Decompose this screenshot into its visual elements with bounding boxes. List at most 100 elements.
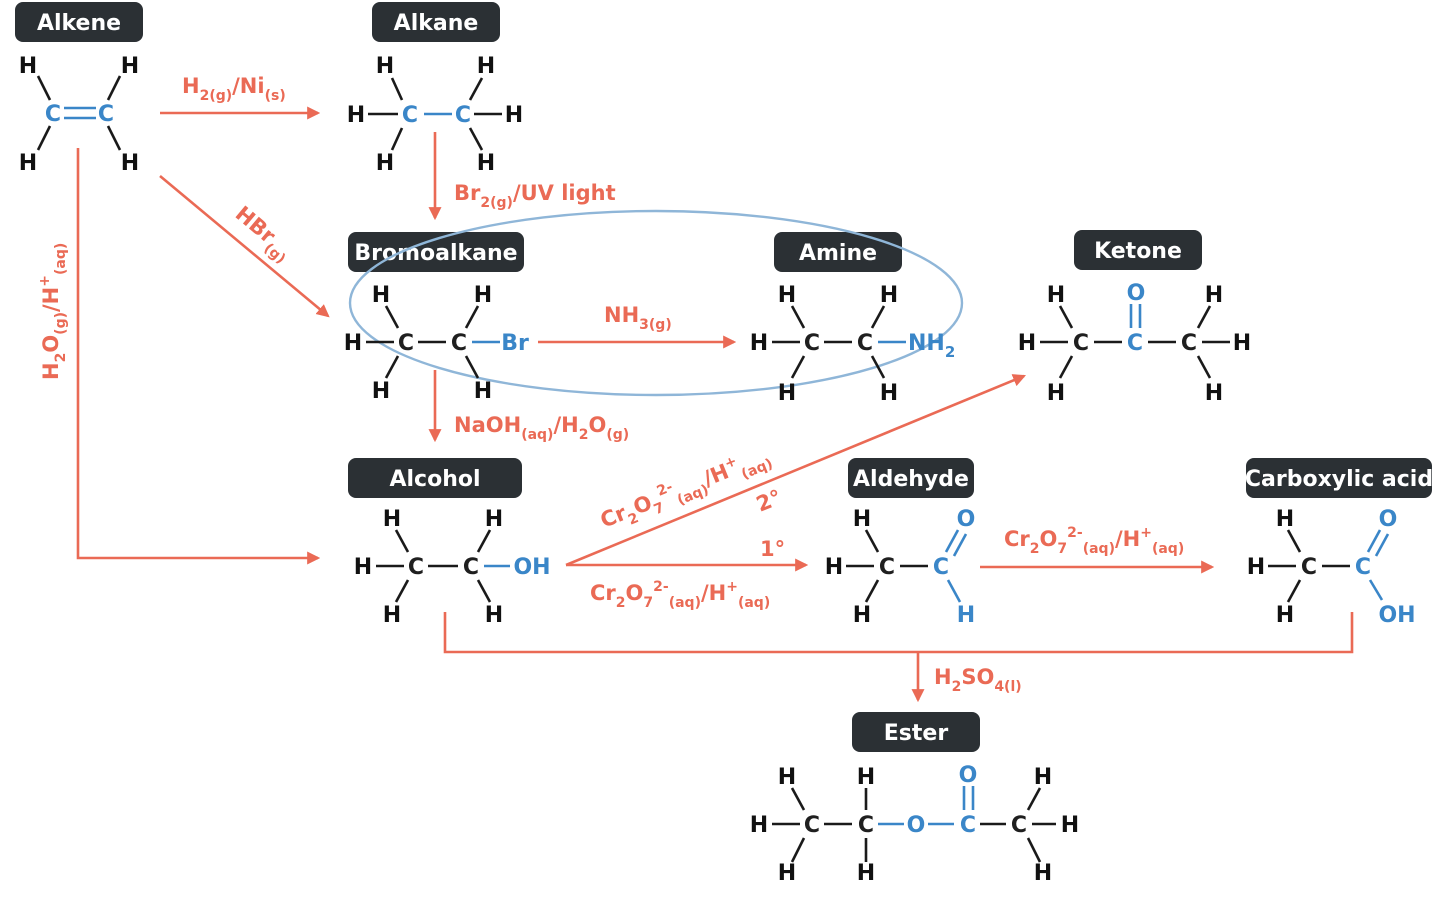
svg-text:H: H — [372, 379, 390, 404]
svg-text:H: H — [474, 379, 492, 404]
svg-text:H: H — [354, 555, 372, 580]
molecule-alkene: H H H H C C — [19, 54, 139, 176]
molecule-alcohol: H H H C C OH H H — [354, 507, 551, 628]
svg-text:H: H — [778, 381, 796, 406]
svg-text:C: C — [960, 813, 976, 838]
reagent-substitution: NaOH(aq)/H2O(g) — [454, 413, 629, 443]
svg-text:C: C — [45, 102, 61, 127]
svg-text:C: C — [455, 103, 471, 128]
reagent-hydrogenation: H2(g)/Ni(s) — [182, 74, 286, 104]
svg-text:H: H — [1047, 283, 1065, 308]
svg-text:C: C — [1181, 331, 1197, 356]
molecule-ketone: H O H H C C C H H H — [1018, 281, 1251, 406]
svg-text:H: H — [825, 555, 843, 580]
molecule-ester: H H O H H C C O C C H H H H — [750, 763, 1079, 886]
svg-text:Alcohol: Alcohol — [389, 467, 480, 492]
svg-text:H: H — [1034, 765, 1052, 790]
svg-text:H: H — [778, 283, 796, 308]
svg-text:Alkene: Alkene — [37, 11, 121, 36]
svg-text:H: H — [778, 765, 796, 790]
molecule-aldehyde: H O H C C H H — [825, 507, 976, 628]
svg-text:C: C — [879, 555, 895, 580]
label-bromoalkane: Bromoalkane — [348, 232, 524, 272]
svg-text:C: C — [451, 331, 467, 356]
svg-text:H: H — [880, 381, 898, 406]
svg-text:H: H — [344, 331, 362, 356]
label-ketone: Ketone — [1074, 230, 1202, 270]
svg-text:H: H — [853, 603, 871, 628]
svg-text:C: C — [98, 102, 114, 127]
svg-text:C: C — [1301, 555, 1317, 580]
connector-alcohol-acid — [443, 612, 1354, 654]
svg-text:H: H — [1047, 381, 1065, 406]
svg-text:C: C — [857, 331, 873, 356]
svg-text:H: H — [347, 103, 365, 128]
svg-text:H: H — [778, 861, 796, 886]
arrow-alkene-to-bromoalkane — [159, 175, 330, 318]
svg-text:C: C — [398, 331, 414, 356]
svg-text:H: H — [957, 603, 975, 628]
svg-text:H: H — [1276, 603, 1294, 628]
svg-text:C: C — [1073, 331, 1089, 356]
svg-text:C: C — [858, 813, 874, 838]
molecule-amine: H H H C C NH2 H H — [750, 283, 955, 406]
molecule-carboxylic-acid: H O H C C H OH — [1247, 507, 1416, 628]
highlight-ellipse — [348, 209, 964, 397]
arrow-alkene-to-alcohol — [76, 148, 321, 565]
svg-text:H: H — [857, 765, 875, 790]
svg-text:OH: OH — [1378, 603, 1415, 628]
svg-text:H: H — [485, 507, 503, 532]
arrow-alcohol-to-ketone — [565, 374, 1027, 567]
molecule-bromoalkane: H H H C C Br H H — [344, 283, 529, 404]
svg-text:H: H — [750, 813, 768, 838]
label-amine: Amine — [774, 232, 902, 272]
svg-text:O: O — [1127, 281, 1146, 306]
amino-group: NH2 — [908, 331, 955, 361]
svg-text:H: H — [1034, 861, 1052, 886]
svg-text:H: H — [1247, 555, 1265, 580]
reagent-ammonia: NH3(g) — [604, 303, 672, 333]
label-secondary-degree: 2° — [753, 485, 785, 517]
label-aldehyde: Aldehyde — [848, 458, 974, 498]
svg-text:H: H — [1205, 283, 1223, 308]
svg-text:C: C — [804, 331, 820, 356]
svg-text:C: C — [402, 103, 418, 128]
svg-text:H: H — [1233, 331, 1251, 356]
svg-text:H: H — [1276, 507, 1294, 532]
label-alcohol: Alcohol — [348, 458, 522, 498]
svg-text:Aldehyde: Aldehyde — [853, 467, 969, 492]
svg-text:OH: OH — [513, 555, 550, 580]
reagent-hbr: HBr(g) — [227, 201, 297, 267]
svg-text:O: O — [959, 763, 978, 788]
svg-text:H: H — [880, 283, 898, 308]
svg-text:H: H — [1018, 331, 1036, 356]
svg-text:C: C — [804, 813, 820, 838]
svg-text:O: O — [907, 813, 926, 838]
svg-text:H: H — [19, 54, 37, 79]
svg-text:Ester: Ester — [884, 721, 949, 746]
label-ester: Ester — [852, 712, 980, 752]
svg-text:H: H — [1205, 381, 1223, 406]
reagent-oxidation-primary: Cr2O72-(aq)/H+(aq) — [590, 579, 770, 611]
svg-text:C: C — [933, 555, 949, 580]
reagent-hydration: H2O(g)/H+(aq) — [37, 243, 69, 380]
reagent-oxidation-aldehyde: Cr2O72-(aq)/H+(aq) — [1004, 525, 1184, 557]
reagent-bromination: Br2(g)/UV light — [454, 181, 616, 211]
svg-text:H: H — [485, 603, 503, 628]
svg-text:C: C — [1127, 331, 1143, 356]
label-carboxylic-acid: Carboxylic acid — [1245, 458, 1433, 498]
svg-text:H: H — [853, 507, 871, 532]
svg-text:H: H — [376, 151, 394, 176]
reagent-esterification: H2SO4(l) — [934, 665, 1022, 695]
svg-text:Ketone: Ketone — [1094, 239, 1182, 264]
svg-text:H: H — [477, 54, 495, 79]
svg-text:H: H — [383, 507, 401, 532]
svg-text:Alkane: Alkane — [394, 11, 479, 36]
label-alkane: Alkane — [372, 2, 500, 42]
svg-text:H: H — [505, 103, 523, 128]
label-alkene: Alkene — [15, 2, 143, 42]
svg-text:H: H — [474, 283, 492, 308]
svg-text:H: H — [1061, 813, 1079, 838]
svg-text:Bromoalkane: Bromoalkane — [354, 241, 517, 266]
